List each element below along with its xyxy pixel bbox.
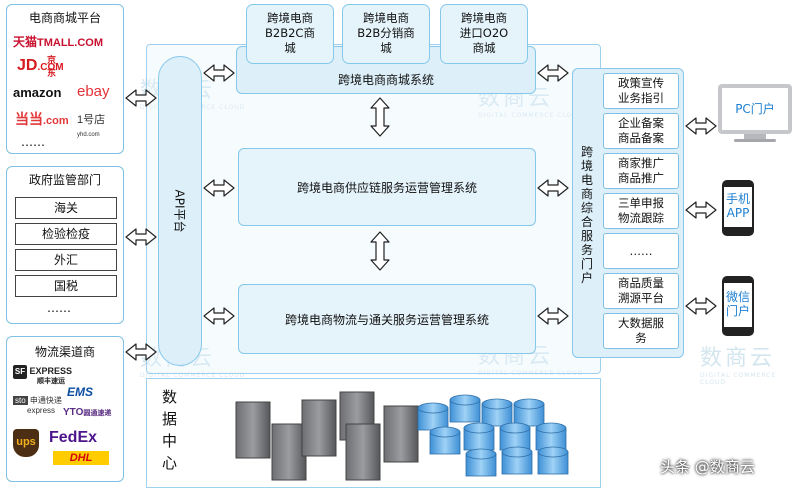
gov-item-customs: 海关 (15, 197, 117, 219)
double-arrow-icon (685, 201, 717, 219)
supply-chain-system: 跨境电商供应链服务运营管理系统 (238, 148, 536, 226)
logistics-panel-title: 物流渠道商 (34, 345, 95, 359)
wechat-phone-icon: 微信 门户 (722, 276, 754, 336)
fedex-logo: FedEx (49, 429, 98, 446)
portal-item-declaration: 三单申报 物流跟踪 (603, 193, 679, 229)
jd-logo: JD.COM 京东 (17, 55, 64, 78)
portal-item-filing: 企业备案 商品备案 (603, 113, 679, 149)
service-portal: 跨 境 电 商 综 合 服 务 门 户 政策宣传 业务指引 企业备案 商品备案 … (572, 68, 684, 358)
portal-item-promotion: 商家推广 商品推广 (603, 153, 679, 189)
gov-item-inspection: 检验检疫 (15, 223, 117, 245)
pc-portal-label: PC门户 (735, 102, 775, 116)
portal-item-bigdata: 大数据服 务 (603, 313, 679, 349)
wechat-portal-label: 微信 门户 (725, 290, 750, 318)
dhl-logo: DHL (53, 451, 109, 465)
gov-panel: 政府监管部门 海关 检验检疫 外汇 国税 …… (6, 166, 124, 324)
gov-panel-title: 政府监管部门 (28, 173, 101, 187)
tmall-logo: 天猫TMALL.COM (13, 35, 103, 49)
ups-logo: ups (13, 429, 39, 457)
more-ellipsis: …… (21, 135, 45, 149)
service-portal-title: 跨 境 电 商 综 合 服 务 门 户 (580, 145, 593, 285)
mall-module-o2o: 跨境电商 进口O2O 商城 (440, 4, 528, 64)
mobile-phone-icon: 手机 APP (722, 180, 754, 236)
ebay-logo: ebay (77, 83, 110, 100)
logistics-customs-system: 跨境电商物流与通关服务运营管理系统 (238, 284, 536, 354)
api-platform-label: API平台 (172, 189, 187, 233)
api-platform: API平台 (158, 56, 202, 366)
mobile-app-label: 手机 APP (725, 192, 750, 220)
mall-system-label: 跨境电商商城系统 (337, 73, 434, 87)
pc-monitor-icon: PC门户 (718, 84, 792, 142)
ecommerce-panel: 电商商城平台 天猫TMALL.COM JD.COM 京东 amazon ebay… (6, 4, 124, 154)
double-arrow-icon (685, 117, 717, 135)
supply-chain-label: 跨境电商供应链服务运营管理系统 (296, 181, 477, 195)
ecommerce-panel-title: 电商商城平台 (28, 11, 101, 25)
footer-watermark: 头条 @数商云 (660, 458, 755, 476)
amazon-logo: amazon (13, 85, 62, 100)
double-arrow-icon (685, 297, 717, 315)
ems-logo: EMS (67, 385, 94, 399)
data-center-label: 数 据 中 心 (162, 388, 178, 472)
gov-item-forex: 外汇 (15, 249, 117, 271)
logistics-customs-label: 跨境电商物流与通关服务运营管理系统 (284, 313, 489, 327)
yto-logo: YTO圆通速递 (63, 407, 112, 418)
more-ellipsis: …… (47, 301, 71, 315)
yhd-logo: 1号店yhd.com (77, 114, 106, 138)
portal-item-traceability: 商品质量 溯源平台 (603, 273, 679, 309)
portal-item-policy: 政策宣传 业务指引 (603, 73, 679, 109)
portal-item-more: …… (603, 233, 679, 269)
data-center-region (146, 378, 601, 488)
dangdang-logo: 当当.com (15, 111, 69, 127)
mall-module-b2b2c: 跨境电商 B2B2C商 城 (246, 4, 334, 64)
mall-module-b2b: 跨境电商 B2B分销商 城 (342, 4, 430, 64)
gov-item-tax: 国税 (15, 275, 117, 297)
